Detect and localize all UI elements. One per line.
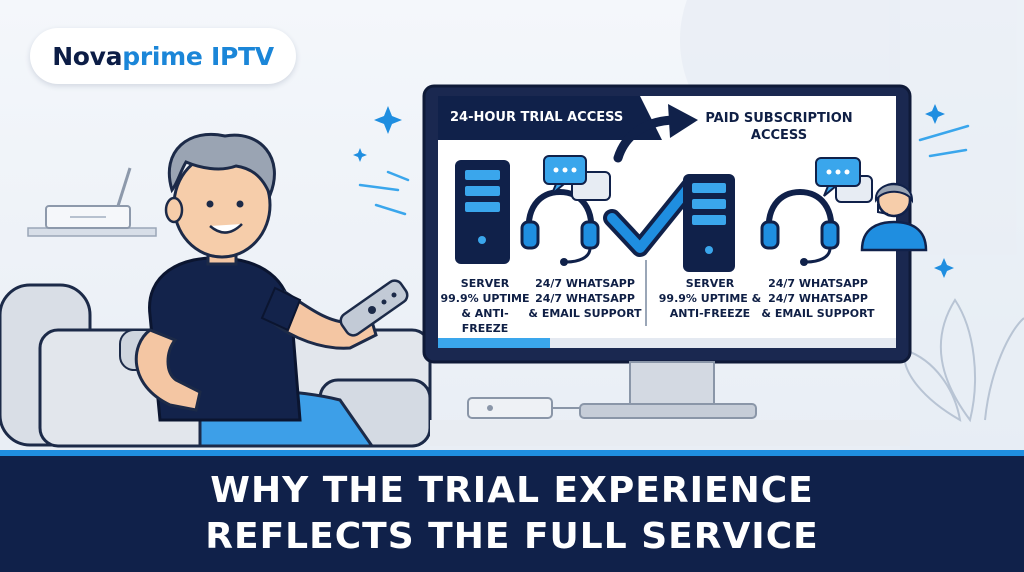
- caption-line: 99.9% UPTIME &: [658, 292, 762, 305]
- headline-line1: WHY THE TRIAL EXPERIENCE: [210, 470, 814, 511]
- trial-tab-label: 24-HOUR TRIAL ACCESS: [450, 110, 624, 125]
- chat-bubble-icon-paid: [815, 157, 873, 203]
- caption-line: & EMAIL SUPPORT: [528, 307, 642, 320]
- paid-support-caption: 24/7 WHATSAPP 24/7 WHATSAPP & EMAIL SUPP…: [758, 276, 878, 321]
- paid-server-caption: SERVER 99.9% UPTIME & ANTI-FREEZE: [658, 276, 762, 321]
- caption-line: 24/7 WHATSAPP: [535, 277, 635, 290]
- illustration-scene: Novaprime IPTV 24-HOUR TRIAL ACCESS PAID…: [0, 0, 1024, 450]
- brand-logo: Novaprime IPTV: [30, 28, 296, 84]
- router-shelf: [27, 167, 157, 237]
- curved-arrow-icon: [613, 104, 698, 163]
- scene-artwork: [0, 84, 1024, 448]
- trial-tab-bg: [438, 96, 662, 140]
- sparkle-icon: [353, 104, 954, 278]
- headset-icon-trial: [520, 188, 600, 266]
- paid-title-line2: ACCESS: [750, 128, 808, 143]
- brand-name-part2: prime IPTV: [122, 41, 274, 71]
- headset-icon-paid: [760, 188, 840, 266]
- trial-support-caption: 24/7 WHATSAPP 24/7 WHATSAPP & EMAIL SUPP…: [528, 276, 642, 321]
- server-icon-trial: [455, 160, 510, 264]
- caption-line: 24/7 WHATSAPP: [768, 292, 868, 305]
- support-agent-icon: [860, 182, 928, 252]
- caption-line: 99.9% UPTIME: [440, 292, 530, 305]
- headline-line2: REFLECTS THE FULL SERVICE: [205, 516, 819, 557]
- chat-bubble-icon-trial: [543, 155, 611, 201]
- remote-control-icon: [339, 279, 409, 337]
- caption-line: & ANTI-FREEZE: [461, 307, 509, 335]
- server-icon-paid: [683, 174, 735, 272]
- headline-banner: WHY THE TRIAL EXPERIENCE REFLECTS THE FU…: [0, 450, 1024, 572]
- trial-server-caption: SERVER 99.9% UPTIME & ANTI-FREEZE: [440, 276, 530, 336]
- caption-line: & EMAIL SUPPORT: [761, 307, 875, 320]
- paid-title-line1: PAID SUBSCRIPTION: [705, 111, 853, 126]
- caption-line: ANTI-FREEZE: [669, 307, 751, 320]
- motion-lines: [358, 124, 970, 216]
- brand-name: Novaprime IPTV: [52, 42, 274, 71]
- paid-subscription-title: PAID SUBSCRIPTION ACCESS: [694, 110, 864, 144]
- caption-line: 24/7 WHATSAPP: [768, 277, 868, 290]
- caption-line: SERVER: [685, 277, 735, 290]
- set-top-box: [467, 397, 590, 419]
- floor-shelf: [430, 420, 910, 446]
- brand-name-part1: Nova: [52, 41, 123, 71]
- screen-progress-fill: [438, 338, 550, 348]
- check-mark-icon: [603, 177, 699, 257]
- person-illustration: [134, 133, 409, 448]
- caption-line: 24/7 WHATSAPP: [535, 292, 635, 305]
- caption-line: SERVER: [460, 277, 510, 290]
